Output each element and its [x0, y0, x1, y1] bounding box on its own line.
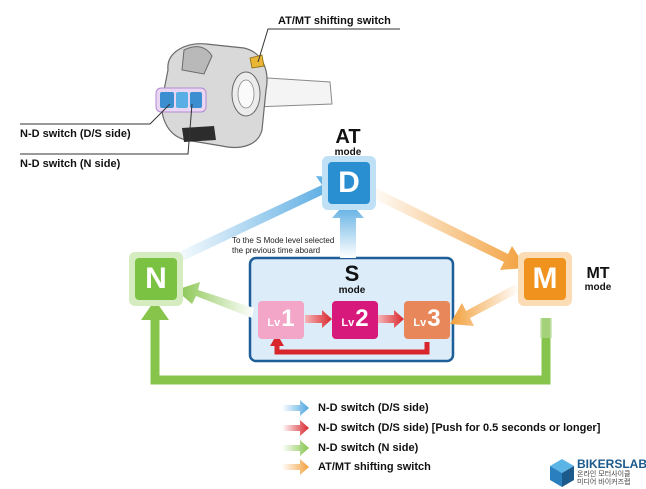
level-3-prefix: Lv [413, 317, 427, 329]
callout-nd-ds-side: N-D switch (D/S side) [20, 128, 131, 140]
level-3-number: 3 [427, 305, 441, 332]
legend-item-orange: AT/MT shifting switch [318, 461, 431, 473]
mt-mode-subtitle: mode [584, 282, 612, 293]
s-mode-title-text: S [344, 261, 360, 286]
s-mode-title: S mode [330, 263, 374, 296]
level-2-box: Lv 2 [332, 301, 378, 339]
s-mode-return-note: To the S Mode level selected the previou… [232, 236, 335, 255]
callout-atmt-switch: AT/MT shifting switch [278, 15, 391, 27]
legend-item-red: N-D switch (D/S side) [Push for 0.5 seco… [318, 422, 601, 434]
arrow-m-to-n-loop [141, 300, 552, 385]
legend-item-blue: N-D switch (D/S side) [318, 402, 429, 414]
legend-item-green: N-D switch (N side) [318, 442, 419, 454]
level-1-number: 1 [281, 305, 295, 332]
n-mode-node: N [135, 258, 177, 300]
at-mode-subtitle: mode [334, 147, 362, 158]
bikerslab-logo-icon [550, 459, 574, 487]
red-arrow-icon [282, 420, 309, 436]
arrow-d-to-m [368, 186, 526, 270]
level-1-box: Lv 1 [258, 301, 304, 339]
green-arrow-icon [282, 440, 309, 456]
red-level-arrows [270, 310, 430, 355]
s-mode-subtitle: mode [338, 285, 366, 296]
level-3-box: Lv 3 [404, 301, 450, 339]
arrow-s-to-d [332, 200, 364, 258]
blue-arrow-icon [282, 400, 309, 416]
orange-arrow-icon [282, 459, 309, 475]
logo-line2: 미디어 바이커즈랩 [577, 479, 631, 486]
mt-mode-title: MT mode [578, 266, 618, 293]
logo-line1: 온라인 모터사이클 [577, 471, 631, 478]
arrow-s-to-n [176, 282, 254, 318]
d-mode-node: D [328, 162, 370, 204]
callout-lines [20, 28, 400, 155]
logo-name: BIKERSLAB [577, 457, 646, 471]
legend-arrows [282, 400, 309, 475]
callout-nd-n-side: N-D switch (N side) [20, 158, 121, 170]
mt-mode-title-text: MT [586, 265, 610, 282]
m-mode-node: M [524, 258, 566, 300]
level-2-number: 2 [355, 305, 369, 332]
at-mode-title: AT mode [326, 127, 370, 158]
handlebar-switch-illustration [155, 43, 333, 149]
level-2-prefix: Lv [341, 317, 355, 329]
at-mode-title-text: AT [335, 126, 361, 148]
arrow-n-to-d [170, 176, 343, 264]
arrow-m-to-s [450, 284, 520, 326]
bikerslab-logo: BIKERSLAB 온라인 모터사이클 미디어 바이커즈랩 [577, 458, 646, 487]
level-1-prefix: Lv [267, 317, 281, 329]
